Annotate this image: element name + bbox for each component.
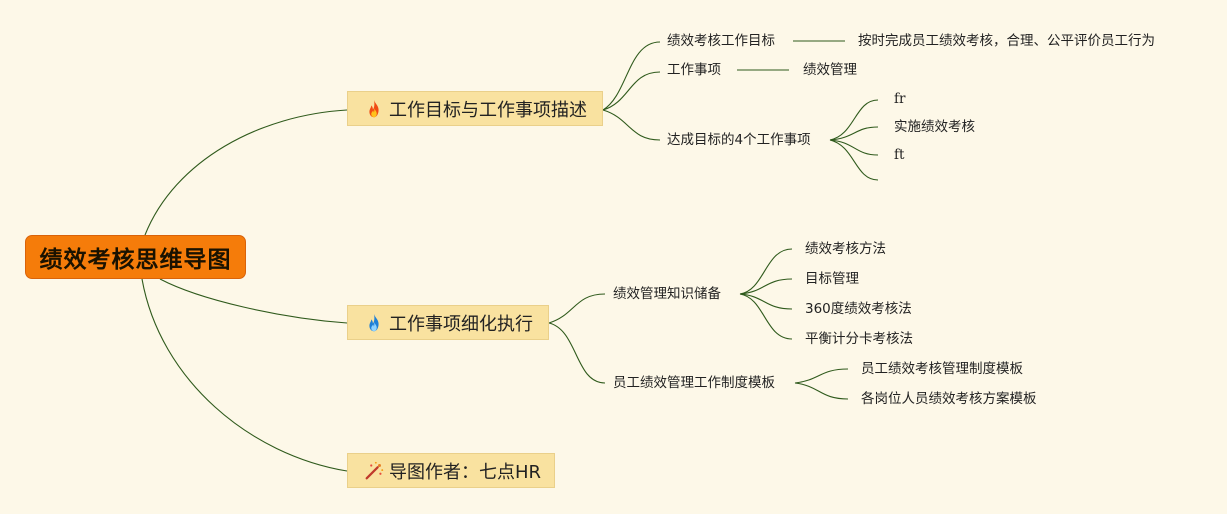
topic-system-templates[interactable]: 员工绩效管理工作制度模板 xyxy=(613,375,775,391)
branch-node-work-goals[interactable]: 工作目标与工作事项描述 xyxy=(347,91,603,126)
subtopic-360[interactable]: 360度绩效考核法 xyxy=(805,301,912,317)
edge-b1-c1 xyxy=(602,41,661,111)
edge-b1-c3-g1 xyxy=(829,99,879,141)
branch-label: 导图作者：七点HR xyxy=(389,461,542,483)
topic-four-items[interactable]: 达成目标的4个工作事项 xyxy=(667,132,811,148)
subtopic-goal-detail[interactable]: 按时完成员工绩效考核，合理、公平评价员工行为 xyxy=(858,33,1155,49)
edge-b2-c1-g4 xyxy=(739,293,793,340)
branch-node-author[interactable]: 导图作者：七点HR xyxy=(347,453,555,488)
edge-root-branch-3 xyxy=(141,278,348,472)
edge-b1-c2 xyxy=(602,71,661,111)
branch-node-execution[interactable]: 工作事项细化执行 xyxy=(347,305,549,340)
edge-b1-c3-g2 xyxy=(829,126,879,141)
topic-knowledge-reserve[interactable]: 绩效管理知识储备 xyxy=(613,286,721,302)
topic-goal[interactable]: 绩效考核工作目标 xyxy=(667,33,775,49)
subtopic-appraisal-methods[interactable]: 绩效考核方法 xyxy=(805,241,886,257)
subtopic-mbo[interactable]: 目标管理 xyxy=(805,271,859,287)
edge-b2-c2-g2 xyxy=(794,382,849,400)
subtopic-fr[interactable]: fr xyxy=(894,91,906,107)
subtopic-position-template[interactable]: 各岗位人员绩效考核方案模板 xyxy=(861,391,1037,407)
edge-b2-c2 xyxy=(548,322,606,384)
branch-label: 工作事项细化执行 xyxy=(389,313,533,335)
subtopic-performance-management[interactable]: 绩效管理 xyxy=(803,62,857,78)
subtopic-ft[interactable]: ft xyxy=(894,147,905,163)
edge-root-branch-1 xyxy=(144,109,348,236)
edge-root-branch-2 xyxy=(159,278,348,324)
edge-b2-c2-g1 xyxy=(794,368,849,384)
edge-b2-c1-g1 xyxy=(739,248,793,295)
edge-b2-c1-g3 xyxy=(739,293,793,310)
edge-b2-c1-g2 xyxy=(739,278,793,295)
fire-icon xyxy=(369,99,379,117)
subtopic-bsc[interactable]: 平衡计分卡考核法 xyxy=(805,331,913,347)
root-label: 绩效考核思维导图 xyxy=(39,247,232,273)
subtopic-implement-appraisal[interactable]: 实施绩效考核 xyxy=(894,119,975,135)
topic-work-items[interactable]: 工作事项 xyxy=(667,62,721,78)
subtopic-policy-template[interactable]: 员工绩效考核管理制度模板 xyxy=(861,361,1023,377)
edge-b2-c1 xyxy=(548,293,606,324)
edge-b1-c3 xyxy=(602,109,661,141)
sparkle-icon xyxy=(365,461,384,479)
edge-b1-c3-g3 xyxy=(829,139,879,156)
branch-label: 工作目标与工作事项描述 xyxy=(389,99,587,121)
edge-b1-c3-g4 xyxy=(829,139,879,181)
blue-flame-icon xyxy=(369,313,379,331)
root-node[interactable]: 绩效考核思维导图 xyxy=(25,235,246,279)
